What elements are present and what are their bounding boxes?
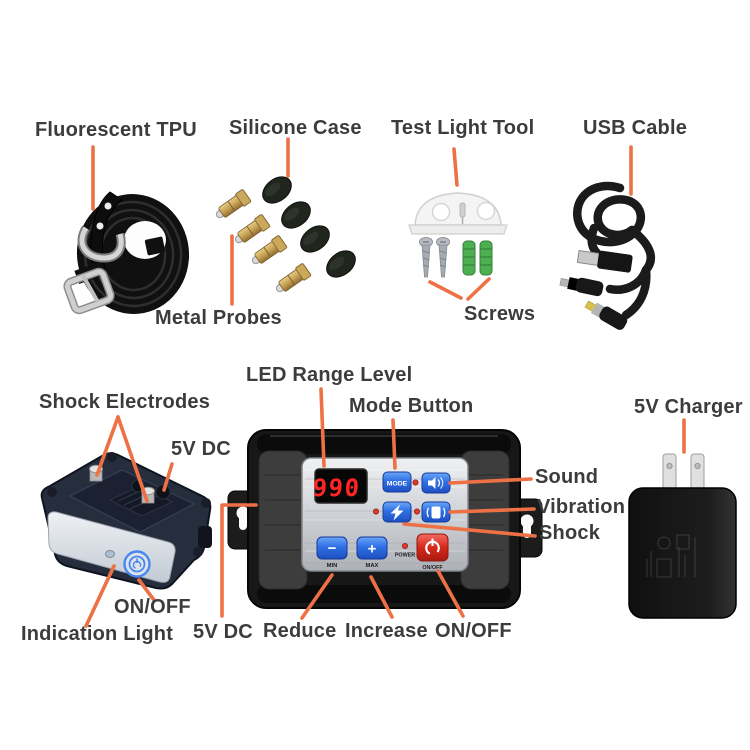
wall-anchors: [462, 240, 493, 276]
label-vibration: Vibration: [537, 496, 626, 518]
dc-plug-2: [584, 300, 628, 330]
label-shock-electrodes: Shock Electrodes: [39, 391, 211, 413]
mode-indicator-led: [412, 479, 419, 486]
charger-embossed-marks: [646, 534, 696, 578]
usb-cable-illustration: [559, 182, 655, 330]
increase-button: +: [356, 536, 388, 560]
probes-and-caps-illustration: [215, 176, 356, 293]
lightning-icon: [390, 504, 404, 521]
label-silicone-case: Silicone Case: [229, 117, 362, 139]
test-light-tool: [408, 192, 508, 235]
speaker-icon: [428, 477, 444, 489]
plus-glyph: +: [368, 541, 377, 558]
line-test-light-tool: [452, 147, 459, 187]
charger-prongs: [662, 453, 705, 493]
mode-button-label: MODE: [387, 481, 408, 488]
collar-strap-illustration: [63, 191, 190, 315]
label-on-off-transmitter: ON/OFF: [435, 620, 512, 642]
sound-button: [421, 472, 451, 494]
vibration-indicator-led: [413, 508, 420, 515]
label-5v-dc-transmitter: 5V DC: [193, 621, 253, 643]
transmitter-illustration: 990 MODE: [227, 429, 543, 609]
grip-left: [258, 450, 308, 590]
label-sound: Sound: [535, 466, 599, 488]
power-icon: [132, 560, 142, 570]
charger-illustration: [628, 453, 737, 619]
minus-glyph: −: [328, 540, 337, 557]
label-increase: Increase: [345, 620, 428, 642]
strap-slot: [198, 526, 212, 548]
shock-button: [382, 501, 412, 523]
label-indication-light: Indication Light: [21, 623, 174, 645]
label-reduce: Reduce: [263, 620, 337, 642]
label-mode-button: Mode Button: [349, 395, 474, 417]
receiver-power-button: [123, 550, 151, 578]
label-5v-dc-collar: 5V DC: [171, 438, 231, 460]
power-icon: [425, 538, 440, 556]
on-off-label: ON/OFF: [422, 565, 443, 571]
label-on-off-collar: ON/OFF: [114, 596, 191, 618]
min-label: MIN: [327, 563, 338, 569]
reduce-button: −: [316, 536, 348, 560]
silicone-caps: [262, 176, 356, 278]
dc-plug-1: [559, 277, 604, 297]
test-bulb: [459, 202, 466, 218]
mounting-screws: [419, 237, 450, 278]
label-test-light-tool: Test Light Tool: [391, 117, 535, 139]
grip-right: [460, 450, 510, 590]
receiver-collar-illustration: [40, 452, 212, 590]
label-led-range-level: LED Range Level: [246, 364, 413, 386]
power-label: POWER: [395, 553, 415, 559]
mode-button: MODE: [382, 471, 412, 493]
power-button: [416, 533, 449, 562]
display-value: 990: [312, 474, 362, 502]
power-indicator-led: [401, 543, 408, 550]
charger-body: [628, 487, 737, 619]
shock-electrode: [141, 486, 155, 504]
label-screws: Screws: [464, 303, 536, 325]
shock-electrode: [89, 464, 103, 482]
vibration-button: [421, 501, 451, 523]
shock-indicator-led: [372, 508, 379, 515]
label-fluorescent-tpu: Fluorescent TPU: [35, 119, 197, 141]
max-label: MAX: [366, 563, 379, 569]
vibration-icon: [426, 506, 446, 519]
label-shock: Shock: [539, 522, 601, 544]
cable-loops: [573, 182, 655, 320]
test-tool-and-screws-illustration: [408, 192, 508, 278]
label-usb-cable: USB Cable: [583, 117, 688, 139]
label-metal-probes: Metal Probes: [155, 307, 282, 329]
label-5v-charger: 5V Charger: [634, 396, 743, 418]
metal-probes: [215, 189, 312, 293]
indication-light: [105, 550, 115, 558]
usb-a-connector: [576, 250, 633, 273]
led-range-display: 990: [312, 468, 368, 504]
